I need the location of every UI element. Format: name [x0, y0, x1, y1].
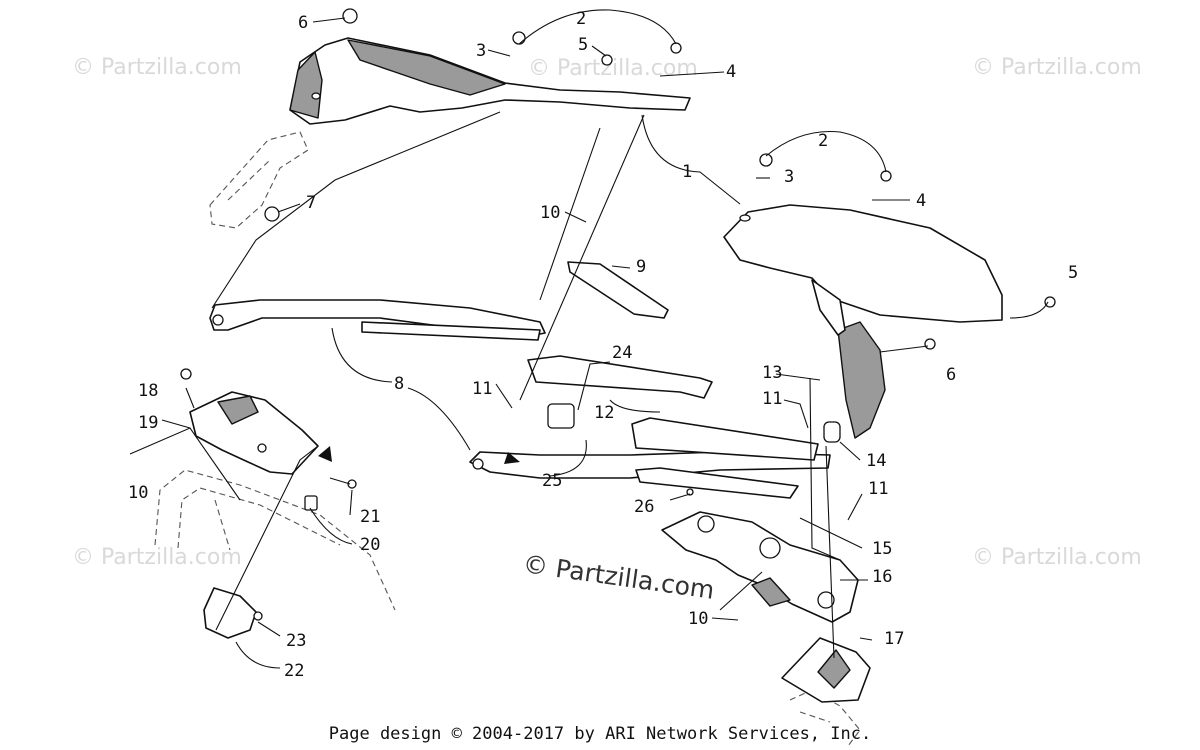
- watermark-top-center: © Partzilla.com: [528, 56, 698, 81]
- callout-12: 12: [594, 403, 614, 423]
- callout-10-center: 10: [540, 203, 560, 223]
- callout-13: 13: [762, 363, 782, 383]
- callout-2-top: 2: [576, 9, 586, 29]
- watermark-top-left: © Partzilla.com: [72, 55, 242, 80]
- callout-15: 15: [872, 539, 892, 559]
- callout-11-center: 11: [762, 389, 782, 409]
- callout-6-right: 6: [946, 365, 956, 385]
- part-22-plate: [203, 587, 257, 639]
- part-8-rail-upper: [209, 299, 546, 341]
- callout-5-right: 5: [1068, 263, 1078, 283]
- callout-21: 21: [360, 507, 380, 527]
- part-9-strip: [567, 261, 669, 319]
- callout-3-right: 3: [784, 167, 794, 187]
- callout-11-left: 11: [472, 379, 492, 399]
- part-19-bracket: [189, 391, 319, 475]
- callout-14: 14: [866, 451, 886, 471]
- callout-3-top: 3: [476, 41, 486, 61]
- watermark-bottom-left: © Partzilla.com: [72, 545, 242, 570]
- callout-26: 26: [634, 497, 654, 517]
- callout-11-right: 11: [868, 479, 888, 499]
- callout-4-right: 4: [916, 191, 926, 211]
- watermark-bottom-right: © Partzilla.com: [972, 545, 1142, 570]
- ghost-frame-bottom-right: [789, 689, 861, 747]
- fastener-set: [180, 8, 1056, 621]
- callout-2-right: 2: [818, 131, 828, 151]
- ghost-frame-upper-left: [209, 131, 309, 229]
- callout-16: 16: [872, 567, 892, 587]
- part-17-plate: [781, 637, 871, 703]
- part-1-cover-left: [289, 37, 691, 125]
- callout-18: 18: [138, 381, 158, 401]
- callout-17: 17: [884, 629, 904, 649]
- callout-1: 1: [682, 162, 692, 182]
- callout-23: 23: [286, 631, 306, 651]
- leader-lines: [129, 9, 1049, 669]
- callout-9: 9: [636, 257, 646, 277]
- part-8-rail-lower: [469, 451, 831, 479]
- callout-22: 22: [284, 661, 304, 681]
- callout-19: 19: [138, 413, 158, 433]
- part-1-cover-right: [723, 204, 1003, 439]
- callout-6-top: 6: [298, 13, 308, 33]
- callout-10-bottom: 10: [688, 609, 708, 629]
- arrow-marker-2: [318, 446, 332, 462]
- callout-20: 20: [360, 535, 380, 555]
- callout-10-left: 10: [128, 483, 148, 503]
- arrow-marker-1: [504, 452, 520, 464]
- watermark-top-right: © Partzilla.com: [972, 55, 1142, 80]
- page-footer: Page design © 2004-2017 by ARI Network S…: [328, 724, 872, 744]
- callout-7: 7: [306, 193, 316, 213]
- callout-8: 8: [394, 374, 404, 394]
- callout-24: 24: [612, 343, 632, 363]
- callout-25: 25: [542, 471, 562, 491]
- part-16-bracket: [661, 511, 859, 623]
- callout-4-top: 4: [726, 62, 736, 82]
- ghost-frame-lower-left: [154, 469, 396, 611]
- part-12-step-plates: [527, 355, 819, 499]
- callout-5-top: 5: [578, 35, 588, 55]
- watermark-center: © Partzilla.com: [521, 549, 716, 605]
